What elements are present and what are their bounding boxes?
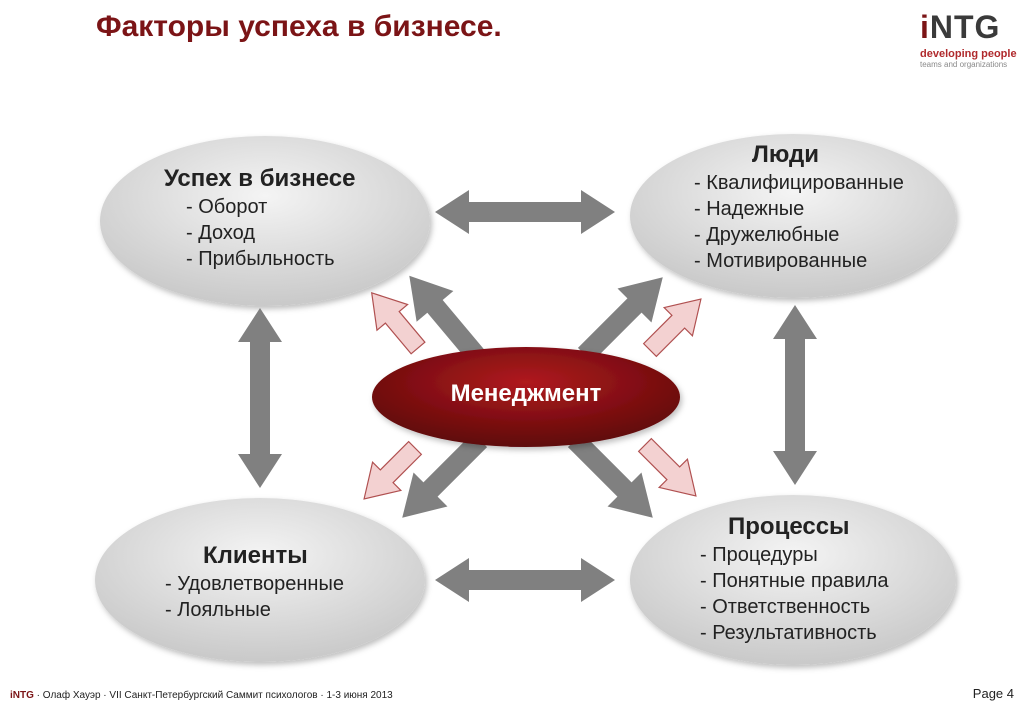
arrow-people-processes	[773, 305, 817, 485]
node-success: Успех в бизнесе - Оборот - Доход - Прибы…	[164, 164, 355, 272]
ellipse-clients	[95, 498, 425, 662]
node-success-item: - Прибыльность	[186, 248, 335, 270]
node-people-item: - Дружелюбные	[694, 224, 840, 246]
node-clients: Клиенты - Удовлетворенные - Лояльные	[165, 541, 344, 623]
node-people: Люди - Квалифицированные - Надежные - Др…	[694, 140, 904, 274]
node-processes-item: - Понятные правила	[700, 570, 889, 592]
logo-mark-rest: NTG	[929, 9, 1001, 45]
footer: iNTG · Олаф Хауэр · VII Санкт-Петербургс…	[10, 690, 393, 701]
logo-mark: iNTG	[920, 10, 1020, 44]
node-clients-item: - Лояльные	[165, 599, 271, 621]
logo-mark-i: i	[920, 9, 930, 45]
page-number: Page 4	[972, 686, 1014, 701]
footer-text: · Олаф Хауэр · VII Санкт-Петербургский С…	[33, 690, 393, 701]
footer-brand: iNTG	[10, 690, 34, 701]
node-processes-item: - Результативность	[700, 622, 877, 644]
node-people-item: - Надежные	[694, 198, 805, 220]
intg-logo: iNTG developing people teams and organiz…	[920, 10, 1020, 70]
ellipse-people	[630, 134, 956, 298]
node-clients-item: - Удовлетворенные	[165, 573, 344, 595]
ellipse-success	[100, 136, 430, 306]
ellipse-management	[372, 347, 680, 447]
arrow-clients-processes	[435, 558, 615, 602]
node-success-heading: Успех в бизнесе	[164, 165, 356, 192]
node-people-heading: Люди	[752, 141, 820, 168]
node-success-item: - Доход	[186, 222, 256, 244]
node-processes-item: - Процедуры	[700, 544, 818, 566]
page-title: Факторы успеха в бизнесе.	[96, 10, 502, 43]
arrow-success-people	[435, 190, 615, 234]
ellipse-processes	[630, 495, 956, 665]
logo-tagline-1: developing people	[920, 48, 1017, 60]
arrow-success-clients	[238, 308, 282, 488]
node-people-item: - Квалифицированные	[694, 172, 904, 194]
node-clients-heading: Клиенты	[203, 542, 308, 569]
node-processes: Процессы - Процедуры - Понятные правила …	[700, 512, 889, 646]
node-people-item: - Мотивированные	[694, 250, 868, 272]
logo-tagline-2: teams and organizations	[920, 60, 1008, 69]
node-processes-item: - Ответственность	[700, 596, 871, 618]
node-success-item: - Оборот	[186, 196, 268, 218]
node-management-label: Менеджмент	[450, 380, 602, 407]
node-processes-heading: Процессы	[728, 513, 850, 540]
